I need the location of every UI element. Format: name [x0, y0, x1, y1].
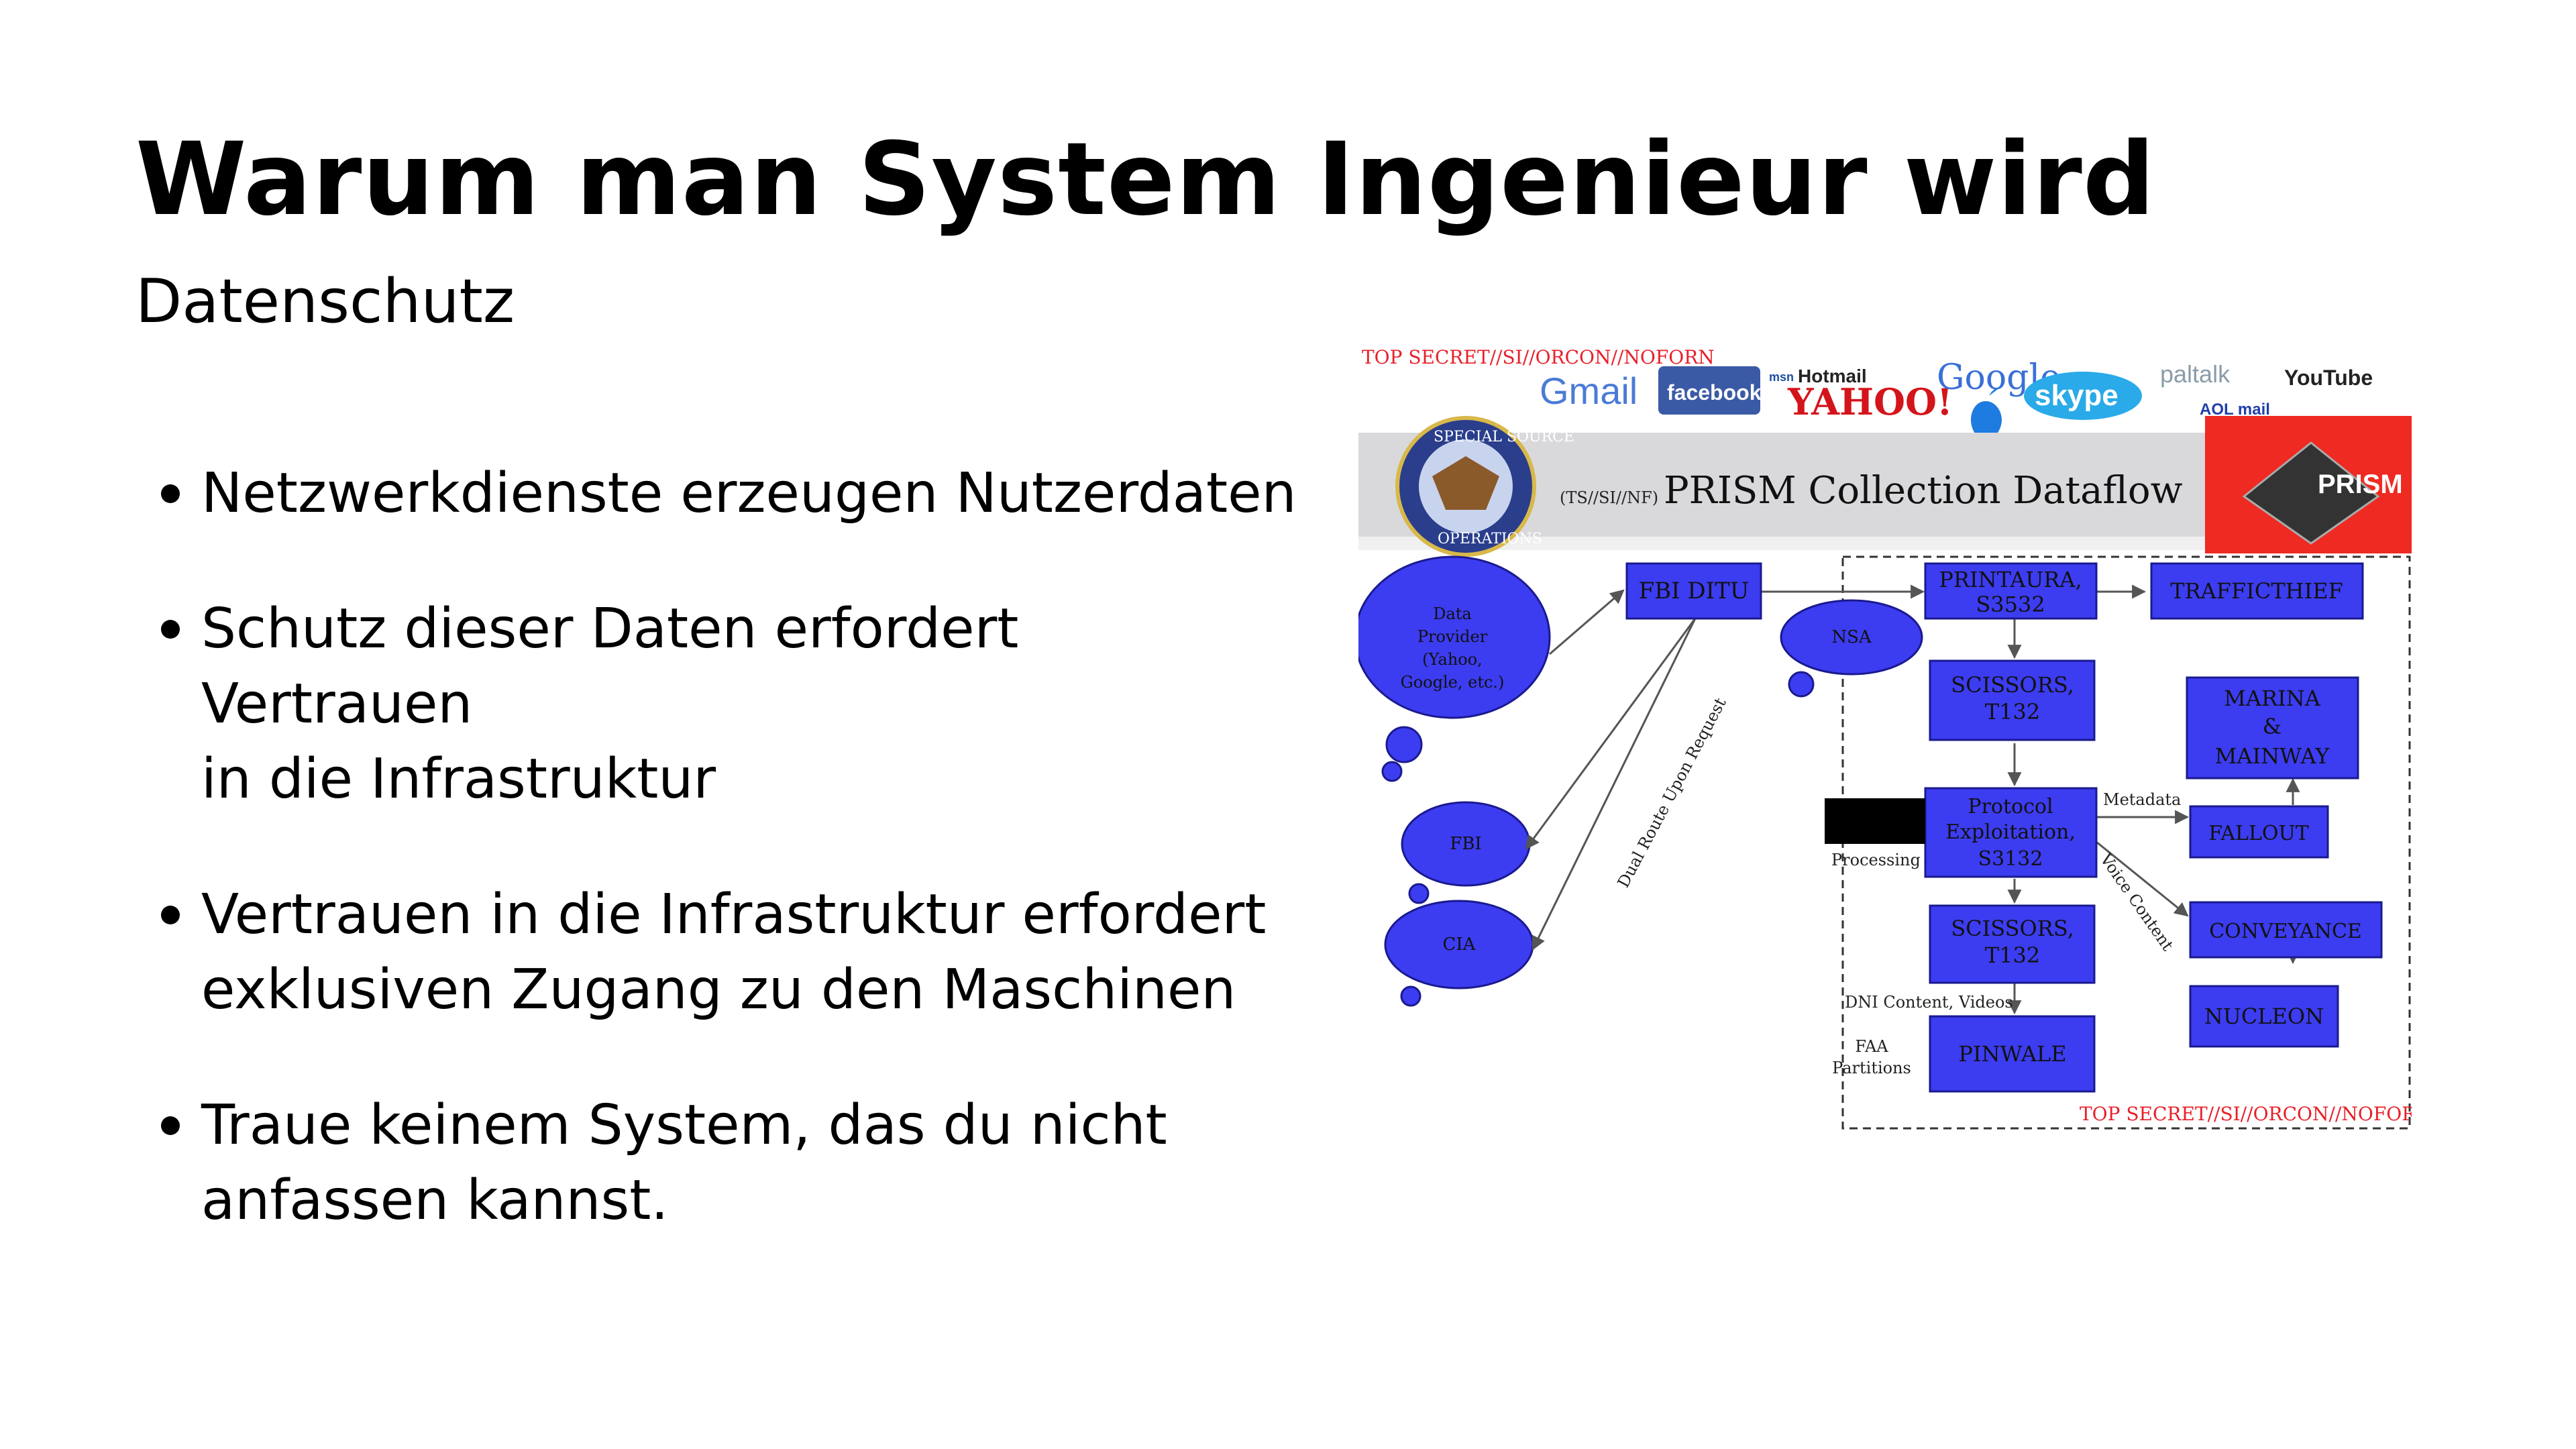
facebook-logo-bg	[1658, 366, 1760, 415]
bullet-dot-icon	[161, 484, 180, 503]
skype-logo-bg	[2024, 372, 2142, 420]
box-label: T132	[1985, 699, 2040, 724]
label-processing: Processing	[1831, 851, 1921, 869]
label-faa: FAA	[1855, 1037, 1888, 1056]
box-label: TRAFFICTHIEF	[2170, 578, 2343, 604]
bullet-text: Vertrauen in die Infrastruktur erfordert	[201, 883, 1267, 947]
label-dual-route: Dual Route Upon Request	[1614, 694, 1730, 891]
box-fbi-ditu: FBI DITU	[1625, 562, 1762, 620]
prism-logo-icon	[2242, 441, 2380, 545]
prism-dataflow-image: TOP SECRET//SI//ORCON//NOFORN Gmail face…	[1358, 342, 2412, 1134]
cloud-data-provider-label: Google, etc.)	[1401, 673, 1505, 692]
cloud-fbi-label: FBI	[1450, 834, 1481, 854]
box-label: FBI DITU	[1639, 578, 1750, 604]
cloud-data-provider-label: Provider	[1417, 627, 1488, 646]
slide-title: Warum man System Ingenieur wird	[136, 121, 2156, 238]
bullet-dot-icon	[161, 906, 180, 924]
bullet-dot-icon	[161, 620, 180, 639]
box-printaura: PRINTAURA, S3532	[1924, 562, 2098, 620]
box-label: SCISSORS,	[1951, 916, 2074, 941]
skype-logo: skype	[2035, 379, 2118, 412]
bullet-text: Schutz dieser Daten erfordert Vertrauen	[201, 597, 1019, 736]
box-trafficthief: TRAFFICTHIEF	[2150, 562, 2364, 620]
gmail-logo: Gmail	[1540, 370, 1638, 412]
seal-text-top: SPECIAL SOURCE	[1434, 429, 1574, 445]
label-voice-content: Voice Content	[2096, 850, 2178, 955]
bullet-text: in die Infrastruktur	[201, 747, 716, 811]
label-faa: Partitions	[1832, 1059, 1911, 1077]
yahoo-logo: YAHOO!	[1787, 380, 1953, 423]
cloud-cia: CIA	[1384, 900, 1534, 1007]
bullet-text: exklusiven Zugang zu den Maschinen	[201, 958, 1236, 1022]
cloud-nsa-label: NSA	[1831, 627, 1872, 647]
banner-title: PRISM Collection Dataflow	[1664, 469, 2183, 513]
bullet-text: anfassen kannst.	[201, 1169, 669, 1232]
box-scissors-1: SCISSORS, T132	[1929, 659, 2096, 741]
youtube-logo: YouTube	[2284, 366, 2373, 390]
bullet-item: Netzwerkdienste erzeugen Nutzerdaten	[161, 456, 1301, 531]
cloud-data-provider-label: Data	[1433, 604, 1472, 623]
box-label: MARINA	[2224, 686, 2321, 711]
box-marina-mainway: MARINA & MAINWAY	[2186, 676, 2359, 780]
box-label: FALLOUT	[2208, 822, 2309, 845]
box-label: S3132	[1978, 847, 2043, 871]
eagle-icon	[1432, 456, 1499, 510]
box-protocol-exploitation: Protocol Exploitation, S3132	[1924, 787, 2098, 878]
cloud-fbi: FBI	[1401, 801, 1531, 904]
box-label: PINWALE	[1958, 1041, 2066, 1067]
box-label: T132	[1985, 943, 2040, 968]
label-dni-content: DNI Content, Videos	[1845, 993, 2013, 1012]
redacted-box	[1825, 798, 1925, 844]
flow-arrows	[1525, 584, 2300, 1015]
bullet-text: Netzwerkdienste erzeugen Nutzerdaten	[201, 462, 1297, 525]
paltalk-logo: paltalk	[2160, 360, 2231, 388]
box-label: S3532	[1976, 592, 2045, 617]
seal-text-bottom: OPERATIONS	[1438, 531, 1542, 547]
box-label: Protocol	[1968, 795, 2053, 818]
banner-prefix: (TS//SI//NF)	[1560, 488, 1658, 507]
box-conveyance: CONVEYANCE	[2189, 901, 2383, 959]
apple-icon	[1971, 388, 2002, 441]
bullet-text: Traue keinem System, das du nicht	[201, 1093, 1167, 1157]
slide-subtitle: Datenschutz	[136, 266, 515, 337]
cloud-cia-label: CIA	[1443, 934, 1477, 955]
classification-top: TOP SECRET//SI//ORCON//NOFORN	[1362, 346, 1715, 368]
bullet-dot-icon	[161, 1116, 180, 1135]
box-label: SCISSORS,	[1951, 672, 2074, 698]
box-label: PRINTAURA,	[1939, 567, 2082, 592]
facebook-logo: facebook	[1667, 380, 1762, 405]
bullet-list: Netzwerkdienste erzeugen Nutzerdaten Sch…	[161, 456, 1301, 1299]
cloud-nsa: NSA	[1780, 599, 1923, 698]
box-label: NUCLEON	[2204, 1004, 2324, 1029]
banner-highlight	[1358, 537, 2412, 550]
hotmail-logo: Hotmail	[1798, 366, 1867, 386]
box-nucleon: NUCLEON	[2189, 985, 2339, 1048]
box-label: CONVEYANCE	[2209, 920, 2362, 943]
cloud-data-provider: Data Provider (Yahoo, Google, etc.)	[1358, 555, 1551, 782]
bullet-item: Traue keinem System, das du nicht anfasse…	[161, 1088, 1301, 1238]
prism-logo-text: PRISM	[2318, 470, 2403, 499]
label-metadata: Metadata	[2103, 790, 2181, 809]
box-pinwale: PINWALE	[1929, 1015, 2096, 1093]
box-label: &	[2263, 714, 2282, 739]
cloud-data-provider-label: (Yahoo,	[1422, 650, 1483, 669]
prism-dataflow-diagram: TOP SECRET//SI//ORCON//NOFORN Gmail face…	[1358, 346, 2412, 1130]
box-fallout: FALLOUT	[2189, 805, 2329, 859]
box-scissors-2: SCISSORS, T132	[1929, 904, 2096, 984]
bullet-item: Schutz dieser Daten erfordert Vertrauen i…	[161, 592, 1301, 817]
box-label: MAINWAY	[2215, 743, 2330, 769]
classification-bottom: TOP SECRET//SI//ORCON//NOFORN	[2080, 1103, 2412, 1125]
aol-mail-logo: AOL mail	[2200, 400, 2270, 419]
bullet-item: Vertrauen in die Infrastruktur erfordert…	[161, 877, 1301, 1028]
msn-logo: msn	[1769, 370, 1794, 384]
box-label: Exploitation,	[1945, 820, 2076, 844]
